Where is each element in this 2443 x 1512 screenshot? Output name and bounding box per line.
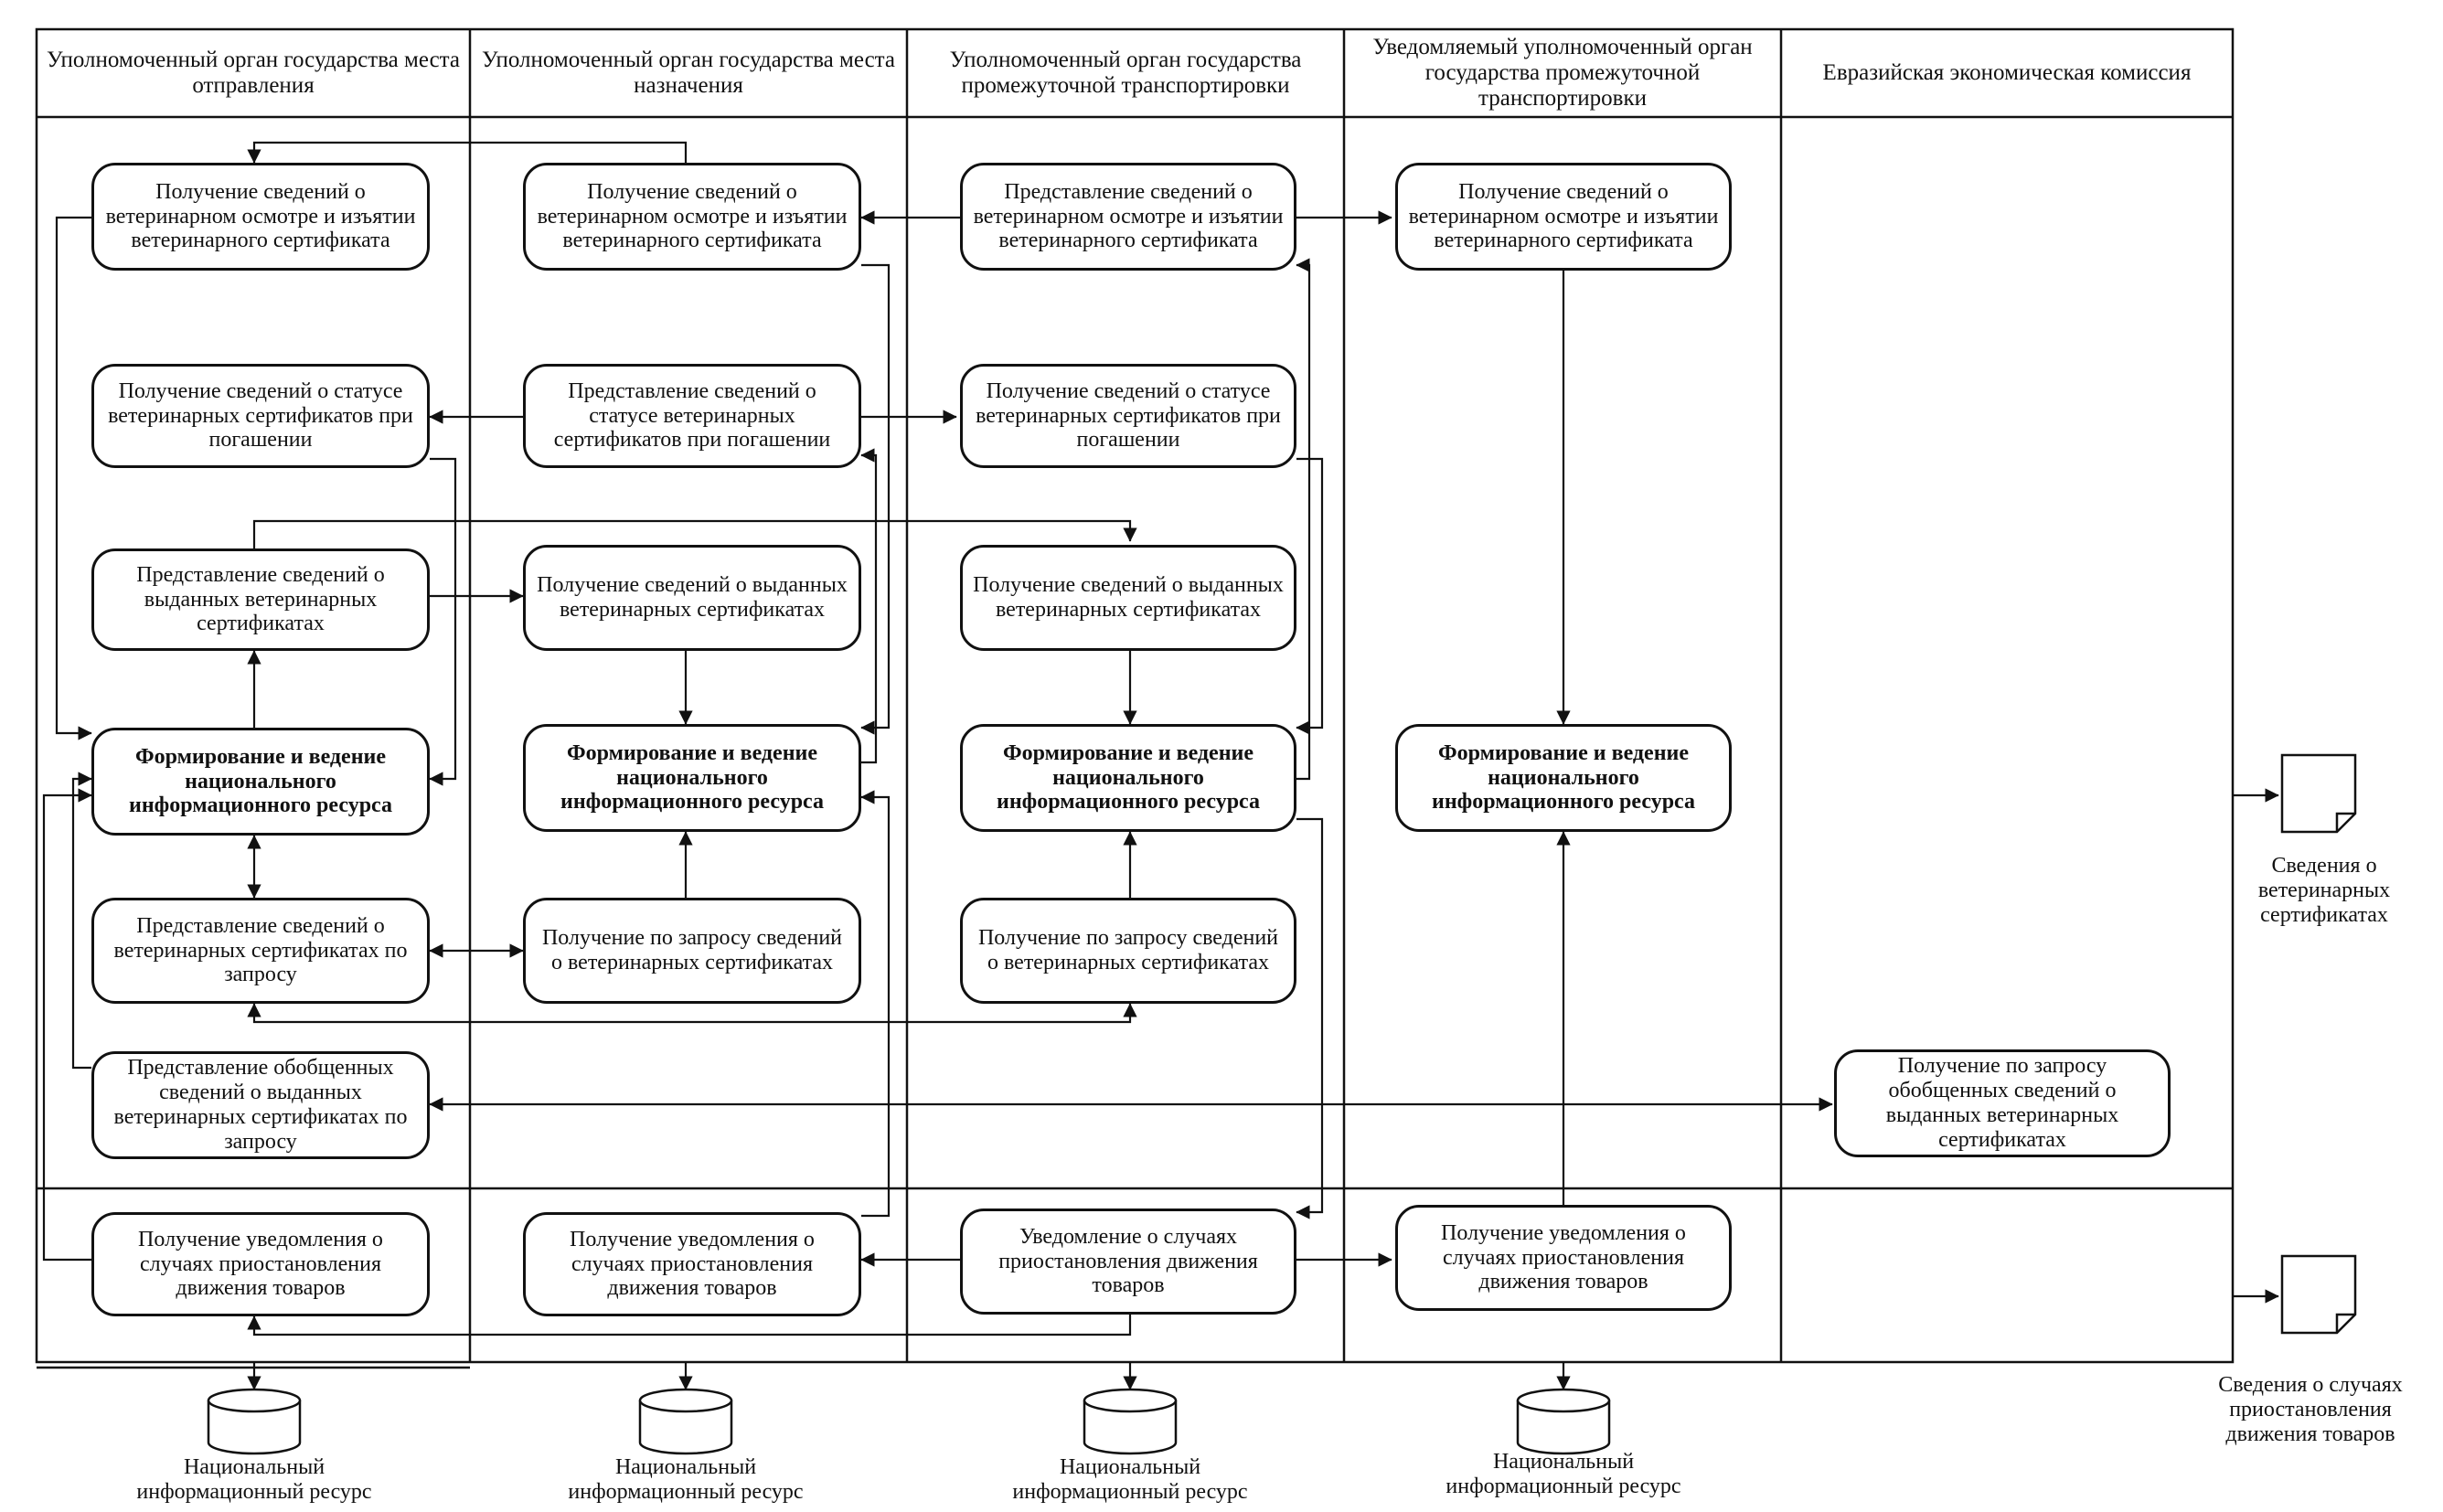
box-l1-provide-on-request: Представление сведений о ветеринарных се… [91,898,430,1004]
lane-header-transit: Уполномоченный орган государства промежу… [949,48,1302,98]
database-icon-lane-1 [207,1388,302,1455]
box-l2-form-resource: Формирование и ведение национального инф… [523,724,861,832]
box-l4-receive-inspection: Получение сведений о ветеринарном осмотр… [1395,163,1732,271]
box-l4-receive-suspension: Получение уведомления о случаях приостан… [1395,1205,1732,1311]
box-l5-receive-summary: Получение по запросу обобщенных сведений… [1834,1049,2171,1157]
database-label-lane-2: Национальный информационный ресурс [568,1455,804,1504]
box-l1-receive-suspension: Получение уведомления о случаях приостан… [91,1212,430,1316]
lane-header-notified-transit: Уведомляемый уполномоченный орган госуда… [1372,35,1753,111]
database-label-lane-4: Национальный информационный ресурс [1446,1450,1681,1498]
box-l4-form-resource: Формирование и ведение национального инф… [1395,724,1732,832]
box-l3-notify-suspension: Уведомление о случаях приостановления дв… [960,1209,1296,1315]
lane-header-eec: Евразийская экономическая комиссия [1822,60,2192,85]
box-l2-receive-issued: Получение сведений о выданных ветеринарн… [523,545,861,651]
document-label-vet-certificates: Сведения о ветеринарных сертификатах [2257,854,2391,927]
database-icon-lane-2 [638,1388,733,1455]
box-l1-receive-inspection: Получение сведений о ветеринарном осмотр… [91,163,430,271]
lane-header-departure: Уполномоченный орган государства места о… [46,48,460,98]
box-l3-receive-on-request: Получение по запросу сведений о ветерина… [960,898,1296,1004]
swimlane-frame [35,27,2235,1369]
box-l3-receive-status: Получение сведений о статусе ветеринарны… [960,364,1296,468]
box-l1-receive-status: Получение сведений о статусе ветеринарны… [91,364,430,468]
document-icons [2280,753,2357,1335]
box-l3-form-resource: Формирование и ведение национального инф… [960,724,1296,832]
database-icon-lane-4 [1516,1388,1611,1455]
database-icons [207,1388,1611,1455]
connectors [42,141,2279,1390]
lane-header-destination: Уполномоченный орган государства места н… [481,48,895,98]
database-icon-lane-3 [1083,1388,1178,1455]
database-label-lane-1: Национальный информационный ресурс [136,1455,372,1504]
document-icon-suspension-cases [2280,1254,2357,1335]
box-l1-provide-issued: Представление сведений о выданных ветери… [91,548,430,651]
database-label-lane-3: Национальный информационный ресурс [1012,1455,1248,1504]
box-l1-form-resource: Формирование и ведение национального инф… [91,728,430,836]
box-l1-provide-summary: Представление обобщенных сведений о выда… [91,1051,430,1159]
box-l3-provide-inspection: Представление сведений о ветеринарном ос… [960,163,1296,271]
document-label-suspension-cases: Сведения о случаях приостановления движе… [2218,1373,2403,1446]
box-l2-receive-suspension: Получение уведомления о случаях приостан… [523,1212,861,1316]
box-l2-receive-inspection: Получение сведений о ветеринарном осмотр… [523,163,861,271]
box-l3-receive-issued: Получение сведений о выданных ветеринарн… [960,545,1296,651]
box-l2-provide-status: Представление сведений о статусе ветерин… [523,364,861,468]
box-l2-receive-on-request: Получение по запросу сведений о ветерина… [523,898,861,1004]
document-icon-vet-certificates [2280,753,2357,834]
